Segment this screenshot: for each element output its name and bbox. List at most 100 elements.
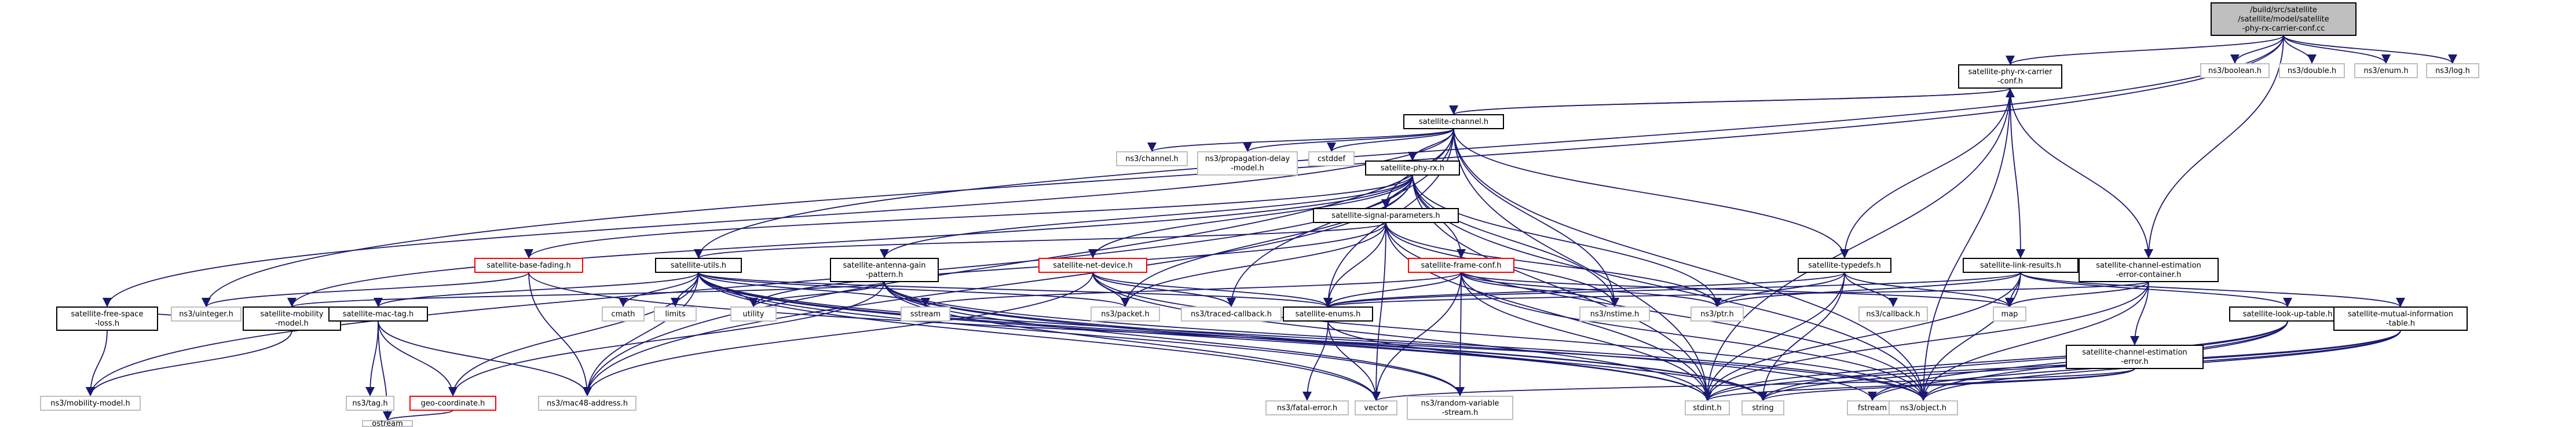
node-freespace-h[interactable]: satellite-free-space-loss.h [56,306,158,331]
node-box [1685,400,1730,415]
edge-frameconf_h-to-object [1461,272,1928,402]
edge-utils_h-to-geocoord_h [448,272,699,397]
node-limits: limits [654,306,697,322]
node-linkresults-h[interactable]: satellite-link-results.h [1963,258,2079,273]
node-label: -stream.h [1442,408,1479,417]
edge-antenna_h-to-stdint [884,281,1712,402]
node-cestcont-h[interactable]: satellite-channel-estimation-error-conta… [2079,258,2219,282]
edge-utils_h-to-vector [698,272,1381,402]
node-basefading-h[interactable]: satellite-base-fading.h [474,258,583,273]
edge-mobility_h-to-mobilitymodel [85,330,292,397]
node-phyrx-h[interactable]: satellite-phy-rx.h [1365,160,1460,176]
node-label: ns3/callback.h [1866,310,1920,319]
node-string: string [1741,400,1784,415]
edge-mactag_h-to-tag [365,320,379,397]
edge-phyrx_h-to-basefading_h [524,174,1413,259]
node-label: satellite-utils.h [671,261,726,270]
node-stdint: stdint.h [1685,400,1730,415]
node-label: satellite-phy-rx-carrier [1968,68,2052,76]
node-lookup-h[interactable]: satellite-look-up-table.h [2229,306,2346,322]
node-callback: ns3/callback.h [1858,306,1928,322]
node-box [1355,400,1397,415]
node-cesterr-h[interactable]: satellite-channel-estimation-error.h [2066,345,2204,369]
node-rxconf-h[interactable]: satellite-phy-rx-carrier-conf.h [1958,64,2062,89]
node-typedefs-h[interactable]: satellite-typedefs.h [1798,258,1891,273]
node-label: -table.h [2386,319,2415,328]
node-label: ns3/object.h [1900,404,1946,413]
node-channel-h[interactable]: satellite-channel.h [1403,114,1504,129]
node-enum: ns3/enum.h [2354,63,2418,78]
node-box [346,396,394,411]
node-label: ns3/boolean.h [2208,67,2262,75]
edge-sigparams_h-to-object [1385,222,1929,402]
edge-linkresults_h-to-lookup_h [2020,272,2292,308]
node-label: /build/src/satellite [2250,6,2317,14]
edge-utils_h-to-enums_h [698,272,1333,308]
node-box [1963,258,2079,273]
node-label: ns3/ptr.h [1700,310,1734,319]
edge-mactag_h-to-geocoord_h [378,320,458,397]
node-label: satellite-base-fading.h [486,261,570,270]
edge-netdevice_h-to-stdint [1092,272,1712,402]
edge-frameconf_h-to-map [1461,272,2014,308]
node-label: vector [1364,404,1388,413]
node-ostream: ostream [362,419,413,427]
node-box [1958,64,2062,89]
edge-root-to-enum [2283,35,2391,64]
node-box [1690,306,1744,322]
node-mac48: ns3/mac48-address.h [538,396,636,411]
node-box [654,306,697,322]
node-label: satellite-mobility [261,310,324,319]
edge-root-to-utils_h [694,35,2284,259]
node-box [1308,151,1355,166]
edge-netdevice_h-to-traced [1092,272,1236,308]
edge-rxconf_h-to-object [1918,87,2011,402]
node-box [602,306,645,322]
node-frameconf-h[interactable]: satellite-frame-conf.h [1408,258,1514,273]
node-box [1403,114,1504,129]
node-utils-h[interactable]: satellite-utils.h [655,258,742,273]
node-box [1181,306,1282,322]
edge-linkresults_h-to-mutinfo_h [2020,272,2405,308]
node-box [2279,63,2345,78]
edge-cestcont_h-to-enums_h [1323,281,2149,308]
node-root: /build/src/satellite/satellite/model/sat… [2211,2,2357,36]
edge-root-to-double [2283,35,2317,64]
node-box [1579,306,1650,322]
node-mutinfo-h[interactable]: satellite-mutual-information-table.h [2333,306,2468,331]
node-netdevice-h[interactable]: satellite-net-device.h [1038,258,1147,273]
node-mactag-h[interactable]: satellite-mac-tag.h [328,306,428,322]
node-tag: ns3/tag.h [346,396,394,411]
edge-antenna_h-to-utility [749,281,885,308]
edge-root-to-cestcont_h [2143,35,2284,259]
edge-typedefs_h-to-ptr [1713,272,1845,308]
node-label: -model.h [275,319,309,328]
edge-root-to-boolean [2230,35,2284,64]
node-box [328,306,428,322]
node-mobility-h[interactable]: satellite-mobility-model.h [243,306,341,331]
node-label: cstddef [1318,155,1346,163]
edge-rxconf_h-to-linkresults_h [2010,87,2026,259]
node-ns3channel: ns3/channel.h [1116,151,1188,166]
edge-phyrx_h-to-mobilitymodel [86,174,1413,397]
edge-utils_h-to-fstream [698,272,1877,402]
edge-lookup_h-to-stdint [1703,320,2288,402]
node-sigparams-h[interactable]: satellite-signal-parameters.h [1313,208,1459,223]
node-label: satellite-mac-tag.h [343,310,414,319]
node-antenna-h[interactable]: satellite-antenna-gain-pattern.h [830,258,939,282]
node-box [2200,63,2270,78]
node-label: ns3/nstime.h [1590,310,1639,319]
node-box [730,306,777,322]
node-label: limits [665,310,686,319]
node-box [1265,400,1349,415]
node-packet: ns3/packet.h [1091,306,1160,322]
node-label: ns3/mac48-address.h [547,399,628,408]
node-box [474,258,583,273]
node-geocoord-h[interactable]: geo-coordinate.h [409,396,496,411]
edge-mactag_h-to-mac48 [378,320,592,397]
node-box [409,396,496,411]
node-enums-h[interactable]: satellite-enums.h [1283,306,1373,322]
edge-typedefs_h-to-string [1758,272,1845,402]
node-cmath: cmath [602,306,645,322]
node-ptr: ns3/ptr.h [1690,306,1744,322]
